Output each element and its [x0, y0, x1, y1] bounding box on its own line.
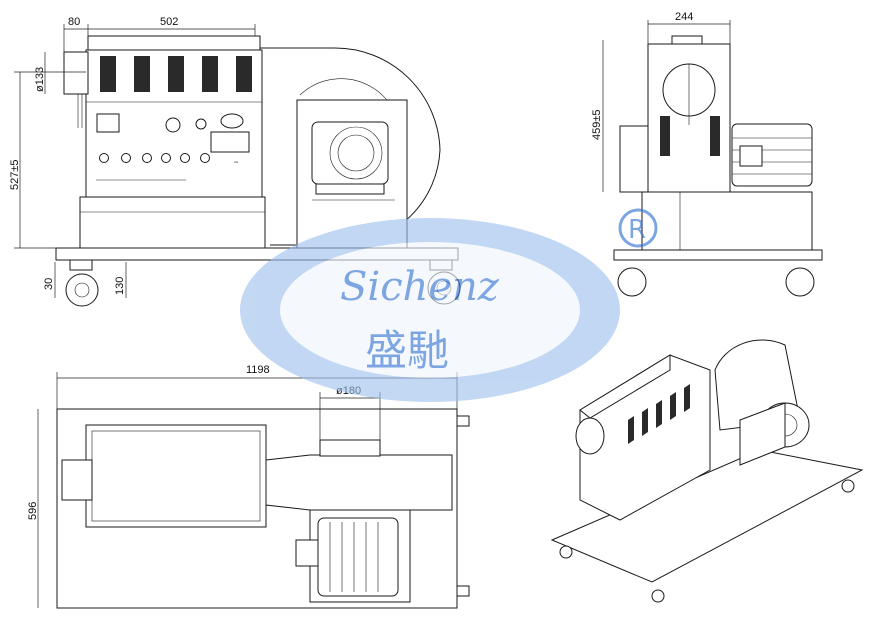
control-knob	[165, 117, 181, 133]
top-blower	[265, 454, 453, 511]
logo-plate	[220, 113, 244, 129]
panel-meter	[96, 113, 120, 133]
watermark-latin: Sichenz	[340, 264, 500, 310]
side-motor	[731, 123, 813, 187]
top-vent-box	[87, 35, 261, 51]
side-view: 244 459±5	[591, 11, 823, 297]
dim-front-caster-gap: 30	[43, 278, 55, 290]
dim-front-body-width: 502	[160, 16, 178, 28]
watermark: Sichenz 盛馳 R	[240, 208, 658, 402]
iso-inlet	[575, 417, 605, 455]
motor-body	[311, 121, 389, 185]
side-platform	[613, 249, 823, 261]
registered-mark: R	[628, 215, 646, 245]
base-frame	[79, 196, 266, 250]
side-stand	[641, 191, 813, 251]
display-window	[210, 131, 250, 153]
dim-top-overall-width: 596	[27, 502, 39, 520]
button-row	[99, 153, 210, 163]
svg-text:CE: CE	[234, 160, 238, 164]
front-view: CE	[9, 16, 461, 307]
dim-side-width: 244	[675, 11, 693, 23]
dim-front-caster-height: 130	[114, 277, 126, 295]
iso-blower	[714, 339, 801, 431]
watermark-cjk: 盛馳	[365, 326, 449, 375]
front-dimensions	[14, 24, 256, 298]
dim-front-pipe-dia: ø133	[34, 67, 46, 92]
dim-front-body-offset: 80	[68, 16, 80, 28]
top-cabinet	[85, 424, 267, 528]
inlet-pipe	[63, 51, 89, 95]
vent-slots	[100, 56, 252, 92]
iso-vents	[628, 384, 690, 444]
dim-side-height: 459±5	[591, 109, 603, 140]
dim-front-height: 527±5	[9, 159, 21, 190]
dim-top-overall-length: 1198	[246, 364, 270, 376]
caster-left	[65, 259, 99, 307]
registered-mark-circle	[618, 208, 658, 248]
isometric-view	[550, 339, 864, 603]
top-view: 1198 ø180 596	[27, 364, 470, 609]
